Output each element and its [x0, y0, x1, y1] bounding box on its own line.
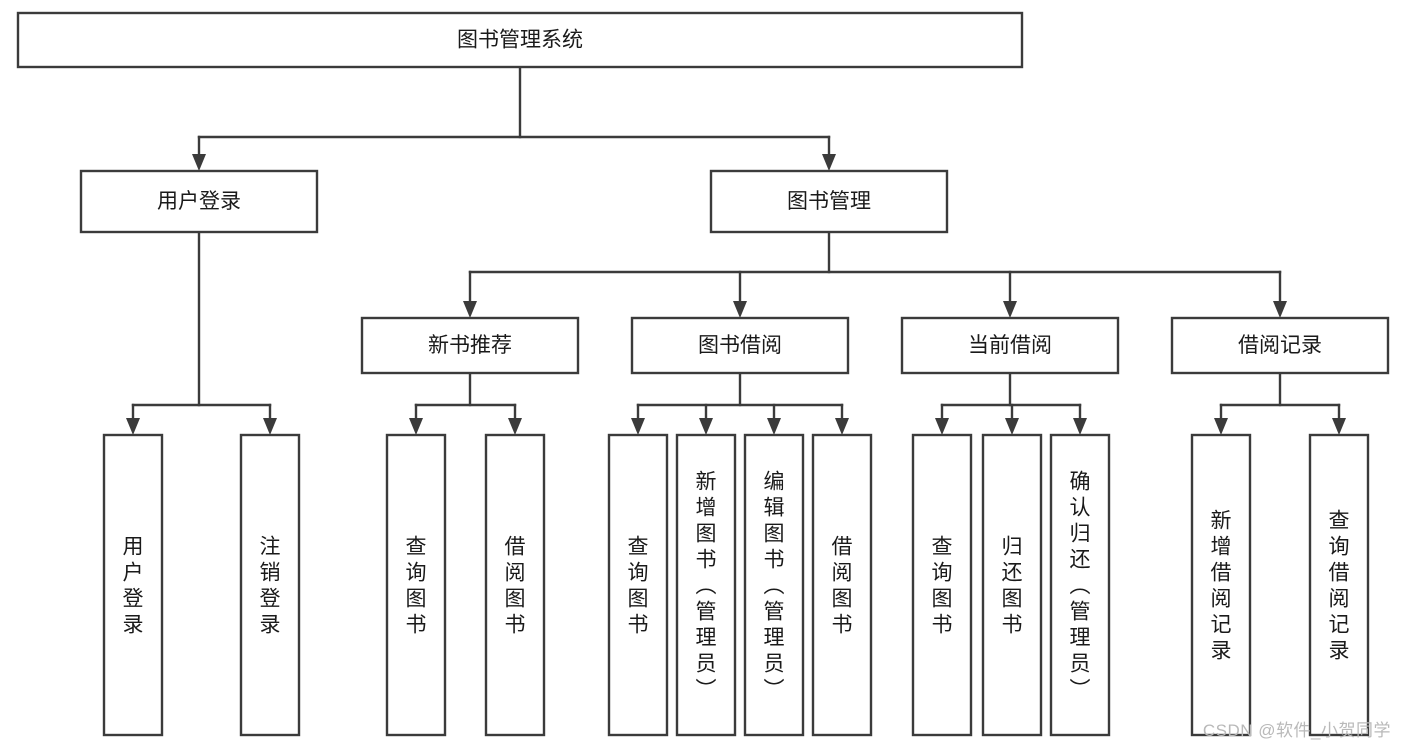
arrow-head-icon [126, 418, 140, 435]
node-leaf-cur-confirm[interactable]: 确认归还︵管理员︶ [1049, 433, 1111, 737]
node-box[interactable] [675, 433, 737, 737]
node-leaf-nb-borrow[interactable]: 借阅图书 [484, 433, 546, 737]
node-leaf-user-logout[interactable]: 注销登录 [239, 433, 301, 737]
node-label: 新增图书︵管理员︶ [696, 470, 717, 701]
node-label: 借阅记录 [1238, 334, 1322, 357]
arrow-head-icon [835, 418, 849, 435]
node-records[interactable]: 借阅记录 [1170, 316, 1390, 375]
node-box[interactable] [811, 433, 873, 737]
node-box[interactable] [630, 316, 850, 375]
watermark-label: CSDN @软件_小贺同学 [1202, 721, 1391, 740]
connector-group [935, 371, 1087, 435]
node-layer: 图书管理系统用户登录图书管理新书推荐图书借阅当前借阅借阅记录用户登录注销登录查询… [16, 11, 1390, 737]
arrow-head-icon [767, 418, 781, 435]
connector-group [1214, 371, 1346, 435]
node-box[interactable] [360, 316, 580, 375]
arrow-head-icon [935, 418, 949, 435]
node-label: 编辑图书︵管理员︶ [764, 470, 785, 701]
node-box[interactable] [102, 433, 164, 737]
node-box[interactable] [1190, 433, 1252, 737]
node-box[interactable] [900, 316, 1120, 375]
node-newbook[interactable]: 新书推荐 [360, 316, 580, 375]
arrow-head-icon [508, 418, 522, 435]
node-leaf-user-login[interactable]: 用户登录 [102, 433, 164, 737]
node-box[interactable] [385, 433, 447, 737]
node-label: 图书管理系统 [457, 29, 583, 52]
node-leaf-bw-add[interactable]: 新增图书︵管理员︶ [675, 433, 737, 737]
node-label: 图书借阅 [698, 334, 782, 357]
connector-group [192, 65, 836, 171]
node-leaf-bw-borrow[interactable]: 借阅图书 [811, 433, 873, 737]
node-box[interactable] [484, 433, 546, 737]
node-label: 确认归还︵管理员︶ [1070, 470, 1091, 701]
arrow-head-icon [1214, 418, 1228, 435]
arrow-head-icon [409, 418, 423, 435]
arrow-head-icon [822, 154, 836, 171]
node-leaf-cur-return[interactable]: 归还图书 [981, 433, 1043, 737]
node-box[interactable] [743, 433, 805, 737]
node-label: 借阅图书 [832, 535, 853, 636]
arrow-head-icon [699, 418, 713, 435]
node-borrow[interactable]: 图书借阅 [630, 316, 850, 375]
connector-group [631, 371, 849, 435]
arrow-head-icon [463, 301, 477, 318]
connector-group [463, 230, 1287, 318]
arrow-head-icon [1332, 418, 1346, 435]
arrow-head-icon [733, 301, 747, 318]
node-leaf-bw-query[interactable]: 查询图书 [607, 433, 669, 737]
node-box[interactable] [1049, 433, 1111, 737]
node-login[interactable]: 用户登录 [79, 169, 319, 234]
edge-layer [126, 65, 1346, 435]
node-box[interactable] [1170, 316, 1390, 375]
node-label: 当前借阅 [968, 334, 1052, 357]
arrow-head-icon [631, 418, 645, 435]
node-label: 查询图书 [932, 535, 953, 636]
node-label: 图书管理 [787, 190, 871, 213]
node-box[interactable] [1308, 433, 1370, 737]
node-label: 归还图书 [1002, 535, 1023, 636]
arrow-head-icon [1073, 418, 1087, 435]
arrow-head-icon [1005, 418, 1019, 435]
node-root[interactable]: 图书管理系统 [16, 11, 1024, 69]
node-label: 注销登录 [260, 535, 281, 636]
node-current[interactable]: 当前借阅 [900, 316, 1120, 375]
node-box[interactable] [79, 169, 319, 234]
node-leaf-nb-query[interactable]: 查询图书 [385, 433, 447, 737]
node-box[interactable] [911, 433, 973, 737]
node-label: 新书推荐 [428, 334, 512, 357]
node-label: 查询图书 [628, 535, 649, 636]
node-leaf-cur-query[interactable]: 查询图书 [911, 433, 973, 737]
arrow-head-icon [192, 154, 206, 171]
node-box[interactable] [239, 433, 301, 737]
node-box[interactable] [981, 433, 1043, 737]
node-box[interactable] [709, 169, 949, 234]
node-label: 借阅图书 [505, 535, 526, 636]
node-label: 用户登录 [123, 535, 144, 636]
arrow-head-icon [1273, 301, 1287, 318]
node-bookmgr[interactable]: 图书管理 [709, 169, 949, 234]
node-box[interactable] [16, 11, 1024, 69]
arrow-head-icon [1003, 301, 1017, 318]
node-leaf-bw-edit[interactable]: 编辑图书︵管理员︶ [743, 433, 805, 737]
node-leaf-rec-query[interactable]: 查询借阅记录 [1308, 433, 1370, 737]
node-label: 新增借阅记录 [1211, 509, 1232, 662]
arrow-head-icon [263, 418, 277, 435]
node-leaf-rec-add[interactable]: 新增借阅记录 [1190, 433, 1252, 737]
node-label: 查询图书 [406, 535, 427, 636]
node-label: 查询借阅记录 [1329, 509, 1350, 662]
connector-group [126, 230, 277, 435]
node-box[interactable] [607, 433, 669, 737]
node-label: 用户登录 [157, 190, 241, 213]
connector-group [409, 371, 522, 435]
